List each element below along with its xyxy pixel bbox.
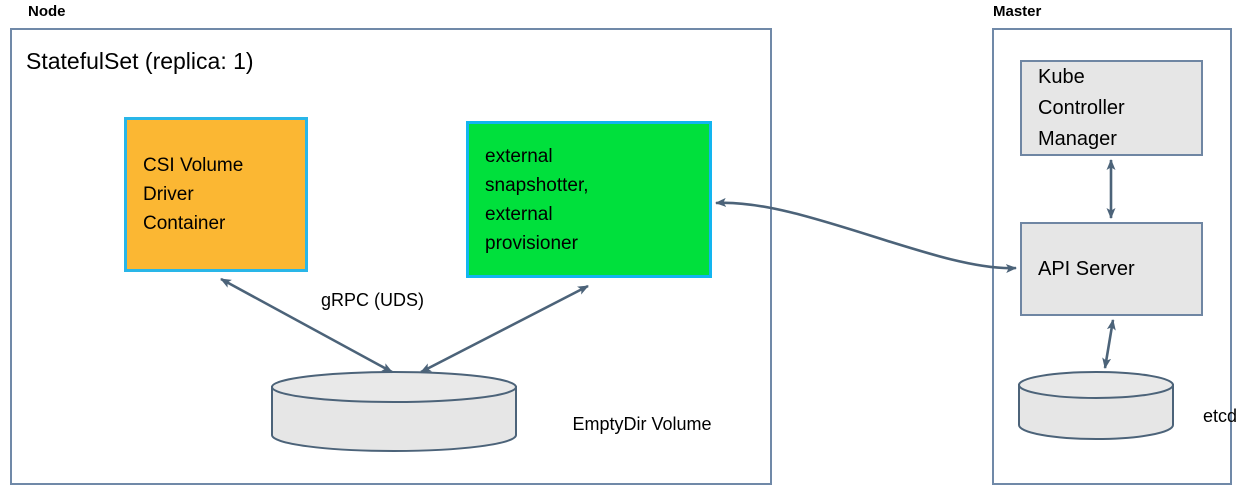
grpc-uds-label: gRPC (UDS)	[321, 290, 425, 310]
etcd-label: etcd	[1203, 406, 1238, 426]
emptydir-volume-label: EmptyDir Volume	[572, 414, 712, 434]
emptydir-volume-cylinder[interactable]: EmptyDir Volume	[270, 370, 712, 452]
api-server-label: API Server	[1038, 257, 1135, 280]
node-panel-label: Node	[28, 3, 66, 20]
external-sidecars-box[interactable]: external snapshotter, external provision…	[466, 121, 712, 278]
statefulset-title: StatefulSet (replica: 1)	[26, 48, 254, 74]
etcd-shape	[1018, 371, 1174, 440]
csi-volume-driver-container-label: CSI Volume Driver Container	[143, 155, 244, 234]
external-sidecars-label: external snapshotter, external provision…	[485, 145, 589, 254]
etcd-cylinder[interactable]: etcd	[1017, 370, 1237, 440]
csi-volume-driver-container-box[interactable]: CSI Volume Driver Container	[124, 117, 308, 272]
master-panel-label: Master	[993, 3, 1042, 20]
emptydir-volume-shape	[271, 371, 517, 452]
kube-controller-manager-box[interactable]: Kube Controller Manager	[1020, 60, 1203, 156]
kube-controller-manager-label: Kube Controller Manager	[1038, 65, 1125, 150]
api-server-box[interactable]: API Server	[1020, 222, 1203, 316]
